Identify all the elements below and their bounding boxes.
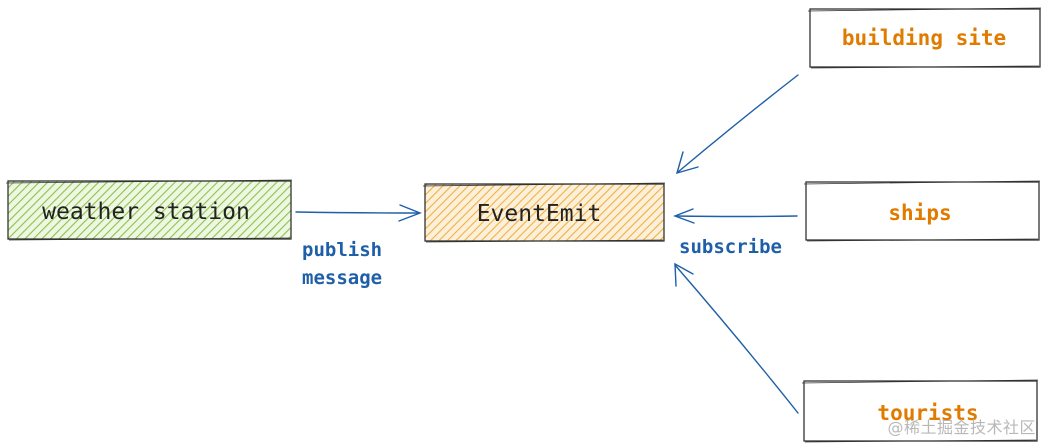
event-emit-label: EventEmit — [477, 201, 602, 227]
publish-label-line1: publish — [302, 239, 382, 261]
event-emit-node: EventEmit — [422, 182, 666, 243]
building-site-label: building site — [842, 26, 1006, 50]
publish-arrow — [295, 204, 422, 222]
building-site-arrow — [675, 74, 799, 175]
tourists-node: tourists — [801, 379, 1039, 443]
weather-station-node: weather station — [5, 179, 293, 241]
ships-label: ships — [888, 201, 951, 225]
tourists-label: tourists — [877, 401, 978, 425]
tourists-arrow — [674, 262, 799, 414]
watermark: @稀土掘金技术社区 — [887, 418, 1036, 437]
ships-arrow — [673, 208, 798, 224]
ships-node: ships — [803, 180, 1041, 242]
publish-label-line2: message — [302, 267, 382, 289]
building-site-node: building site — [807, 7, 1042, 69]
subscribe-label: subscribe — [679, 236, 782, 258]
weather-station-label: weather station — [42, 199, 250, 225]
